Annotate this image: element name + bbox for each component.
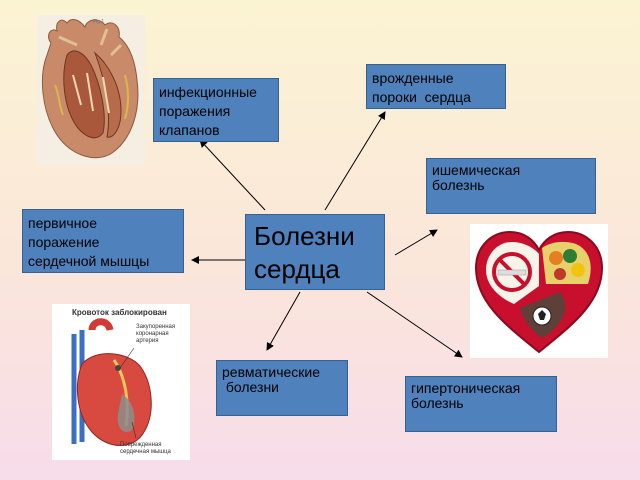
node-line: врожденные [372,70,454,86]
node-line: гипертоническая [411,380,521,396]
arrow-to-rheumatic [266,291,301,351]
node-line: первичное [28,215,98,231]
central-line-2: сердца [254,254,340,284]
node-line: сердечной мышцы [28,253,150,269]
node-ischemic-disease: ишемическая болезнь [426,158,596,214]
healthy-lifestyle-heart-icon [470,224,608,358]
node-line: болезни [222,379,280,395]
label-blocked-artery: Закупоренная коронарная артерия [136,324,177,344]
arrow-to-infectious [199,139,266,211]
node-line: ишемическая [432,162,521,178]
label-damaged-muscle: Поврежденная сердечная мышца [120,442,172,455]
node-congenital-defects: врожденные пороки сердца [366,64,506,109]
central-topic-box: Болезни сердца [245,214,385,290]
arrow-to-ischemic [394,229,438,256]
node-line: пороки сердца [372,89,471,105]
arrow-to-congenital [324,111,386,211]
figure-caption: Fig.1 [93,19,104,25]
arrow-to-hypertensive [366,291,463,358]
node-hypertensive-disease: гипертоническая болезнь [405,376,557,432]
node-rheumatic-diseases: ревматические болезни [216,360,348,416]
node-infectious-valve-lesions: инфекционные поражения клапанов [153,78,279,142]
node-primary-myocardial-lesion: первичное поражение сердечной мышцы [22,209,184,273]
central-line-1: Болезни [254,221,355,251]
node-line: ревматические [222,364,320,380]
diagram-title: Кровоток заблокирован [72,308,167,317]
node-line: поражение [28,234,100,250]
node-line: болезнь [432,177,485,193]
node-line: клапанов [159,122,220,138]
heart-anatomy-illustration-icon: Fig.1 [37,15,145,165]
blocked-artery-heart-diagram-icon: Кровоток заблокирован Закупоренная корон… [52,304,190,460]
node-line: поражения [159,103,231,119]
node-line: инфекционные [159,84,257,100]
node-line: болезнь [411,395,464,411]
